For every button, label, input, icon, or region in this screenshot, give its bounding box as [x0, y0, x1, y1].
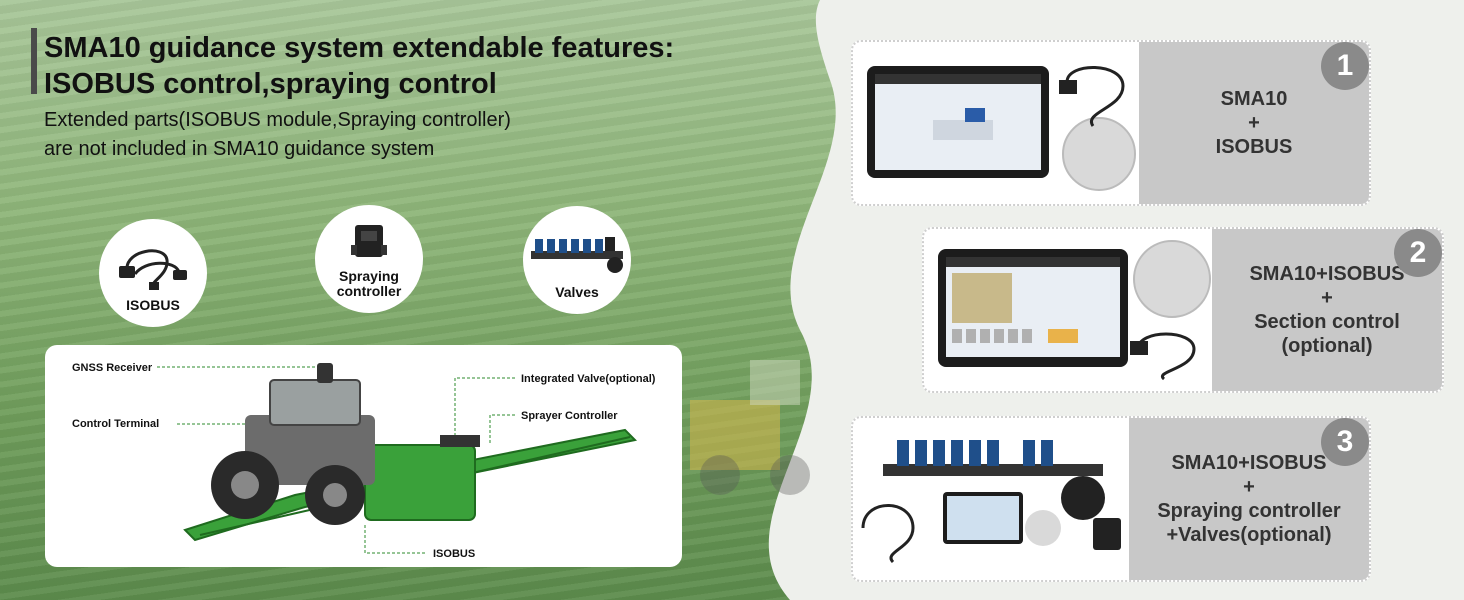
part-isobus: ISOBUS [99, 219, 207, 327]
part-label-line-2: controller [336, 283, 402, 299]
page-title: SMA10 guidance system extendable feature… [44, 30, 764, 102]
option-2-line-3: Section control [1254, 311, 1400, 333]
option-2-line-2: + [1321, 287, 1333, 309]
label-control-terminal: Control Terminal [72, 418, 160, 430]
option-3-badge: 3 [1321, 418, 1369, 466]
option-2-line-1: SMA10+ISOBUS [1249, 263, 1405, 285]
option-card-1: SMA10 + ISOBUS 1 [851, 40, 1371, 206]
part-spraying-controller-label: Spraying controller [337, 269, 402, 299]
spraying-kit-image [861, 440, 1121, 564]
option-1-line-2: + [1248, 112, 1260, 134]
terminal-section-kit-image [938, 240, 1211, 381]
part-spraying-controller: Spraying controller [315, 205, 423, 313]
option-card-3: SMA10+ISOBUS + Spraying controller +Valv… [851, 416, 1371, 582]
subtitle-line-2: are not included in SMA10 guidance syste… [44, 138, 435, 160]
option-2-box: SMA10+ISOBUS + Section control (optional… [1212, 229, 1442, 391]
option-3-line-3: Spraying controller [1157, 500, 1341, 522]
label-sprayer-controller: Sprayer Controller [521, 410, 618, 422]
option-2-line-4: (optional) [1281, 335, 1373, 357]
subtitle: Extended parts(ISOBUS module,Spraying co… [44, 106, 511, 164]
subtitle-line-1: Extended parts(ISOBUS module,Spraying co… [44, 109, 511, 131]
label-isobus: ISOBUS [433, 548, 476, 560]
option-3-line-2: + [1243, 476, 1255, 498]
option-1-text: SMA10 + ISOBUS [1216, 87, 1293, 159]
option-1-line-1: SMA10 [1220, 88, 1288, 110]
option-2-text: SMA10+ISOBUS + Section control (optional… [1249, 262, 1404, 358]
controller-icon [351, 225, 387, 257]
part-label-line-1: Spraying [339, 268, 399, 284]
valves-icon [531, 237, 623, 273]
terminal-gnss-kit-image [867, 66, 1136, 191]
option-1-line-3: ISOBUS [1215, 136, 1293, 158]
title-line-2: ISOBUS control,spraying control [44, 68, 497, 100]
label-gnss-receiver: GNSS Receiver [72, 362, 153, 374]
cable-icon [119, 249, 187, 290]
part-valves: Valves [523, 206, 631, 314]
option-3-line-1: SMA10+ISOBUS [1171, 452, 1327, 474]
option-3-text: SMA10+ISOBUS + Spraying controller +Valv… [1157, 451, 1340, 547]
background-sprayer [690, 360, 810, 495]
part-valves-label: Valves [555, 284, 599, 300]
tractor-sprayer-illustration [157, 363, 638, 554]
option-1-badge: 1 [1321, 42, 1369, 90]
part-isobus-label: ISOBUS [126, 297, 180, 313]
option-2-badge: 2 [1394, 229, 1442, 277]
title-line-1: SMA10 guidance system extendable feature… [44, 32, 675, 64]
option-card-2: SMA10+ISOBUS + Section control (optional… [922, 227, 1444, 393]
label-integrated-valve: Integrated Valve(optional) [521, 373, 656, 385]
title-accent-bar [31, 28, 37, 94]
sprayer-diagram-card: GNSS Receiver Control Terminal Integrate… [45, 345, 682, 567]
option-3-line-4: +Valves(optional) [1166, 524, 1332, 546]
